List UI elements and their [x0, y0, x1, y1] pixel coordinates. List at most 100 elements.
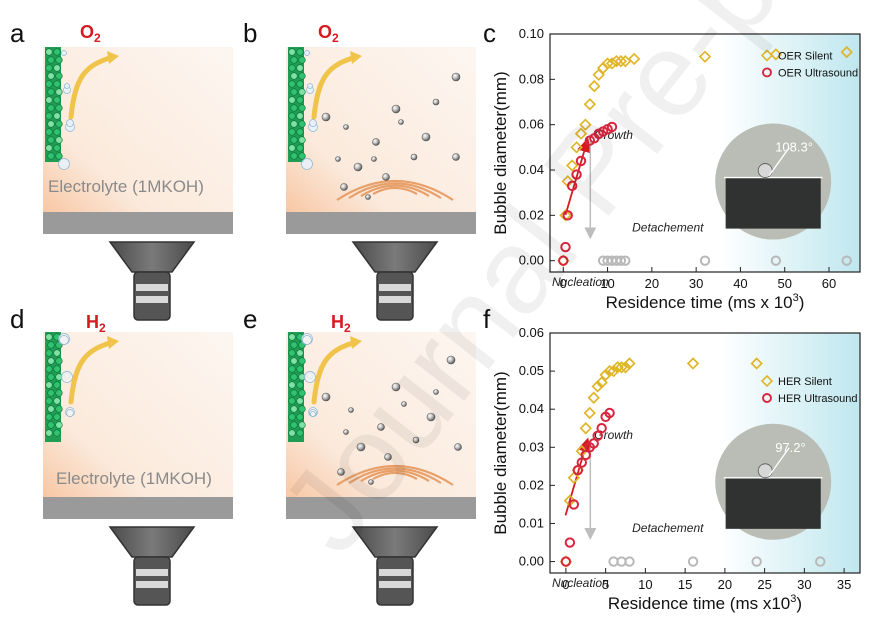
catalyst-particle	[55, 72, 63, 80]
detached-bubble	[446, 355, 456, 365]
catalyst-particle	[298, 72, 306, 80]
data-point-oer-ultrasound	[558, 255, 569, 266]
electrolyte-label-d: Electrolyte (1MKOH)	[56, 469, 212, 488]
detached-bubble	[377, 423, 385, 431]
catalyst-particle	[288, 349, 296, 357]
catalyst-particle	[288, 48, 296, 56]
legend-label: HER Silent	[778, 376, 832, 388]
x-tick-label: 30	[797, 577, 811, 592]
ultrasonic-horn-cone	[351, 526, 439, 558]
detached-bubble	[356, 442, 366, 452]
transducer-plate	[286, 212, 476, 234]
ultrasound-wave	[348, 467, 442, 484]
catalyst-particle	[290, 152, 298, 160]
y-tick-label: 0.08	[519, 71, 544, 86]
data-point-oer-ultrasound	[566, 180, 578, 192]
catalyst-particle	[53, 429, 61, 437]
catalyst-particle	[47, 152, 55, 160]
catalyst-particle	[55, 136, 63, 144]
catalyst-particle	[288, 381, 296, 389]
data-point-her-silent	[611, 361, 624, 374]
x-axis-label: Residence time (ms x 103)	[606, 292, 805, 312]
catalyst-particle	[296, 112, 304, 120]
surface-bubble	[58, 158, 70, 170]
catalyst-particle	[296, 48, 304, 56]
catalyst-particle	[47, 72, 55, 80]
ultrasound-wave	[372, 471, 418, 480]
y-tick-label: 0.04	[519, 401, 544, 416]
x-tick-label: 0	[562, 577, 569, 592]
data-point-her-silent	[619, 361, 632, 374]
catalyst-particle	[47, 357, 55, 365]
legend-marker	[760, 374, 774, 388]
legend-marker	[762, 67, 772, 78]
catalyst-particle	[45, 397, 53, 405]
transducer-plate	[43, 212, 233, 234]
catalyst-particle	[47, 341, 55, 349]
data-point-detached	[615, 255, 627, 266]
catalyst-particle	[290, 405, 298, 413]
catalyst-particle	[53, 48, 61, 56]
surface-bubble	[66, 409, 74, 417]
y-tick-label: 0.10	[519, 26, 544, 41]
catalyst-particle	[53, 64, 61, 72]
data-point-oer-silent	[840, 45, 853, 59]
detached-bubble	[421, 132, 431, 142]
horn-ring	[136, 569, 168, 576]
detached-bubble	[343, 429, 349, 435]
x-tick-label: 20	[645, 276, 659, 291]
detached-bubble	[391, 104, 401, 114]
catalyst-particle	[55, 357, 63, 365]
data-point-oer-silent	[570, 141, 583, 154]
data-point-detached	[624, 556, 635, 567]
electrolyte-label-a: Electrolyte (1MKOH)	[48, 177, 204, 196]
catalyst-particle	[290, 373, 298, 381]
surface-bubble	[301, 158, 313, 170]
catalyst-particle	[290, 120, 298, 128]
y-axis-label: Bubble diameter(mm)	[491, 71, 510, 234]
gas-release-arrow	[311, 339, 359, 405]
ultrasound-wave	[336, 179, 454, 201]
panel-label-f: f	[483, 304, 491, 334]
catalyst-particle	[296, 64, 304, 72]
catalyst-particle	[55, 88, 63, 96]
x-tick-label: 35	[837, 577, 851, 592]
catalyst-particle	[296, 397, 304, 405]
catalyst-particle	[290, 357, 298, 365]
detached-bubble	[321, 392, 331, 402]
detached-bubble	[348, 407, 354, 413]
panel-label-c: c	[483, 18, 496, 48]
surface-bubble	[64, 83, 70, 89]
catalyst-particle	[296, 349, 304, 357]
horn-ring	[136, 284, 168, 291]
data-point-her-silent	[750, 357, 763, 370]
catalyst-particle	[288, 128, 296, 136]
schematic-d-silent-her	[43, 332, 233, 606]
detached-bubble	[382, 173, 390, 181]
data-point-her-ultrasound	[568, 499, 580, 510]
ultrasonic-horn-cone	[351, 241, 439, 273]
y-tick-label: 0.01	[519, 515, 544, 530]
catalyst-particle	[298, 120, 306, 128]
catalyst-particle	[45, 381, 53, 389]
surface-bubble	[304, 371, 316, 383]
data-point-her-silent	[587, 391, 600, 404]
catalyst-particle	[45, 429, 53, 437]
y-tick-label: 0.00	[519, 253, 544, 268]
data-point-oer-ultrasound	[560, 241, 571, 253]
electrolyte-tank	[43, 332, 233, 497]
electrode-photo	[725, 177, 821, 229]
catalyst-particle	[288, 64, 296, 72]
detached-bubble	[410, 153, 418, 161]
y-axis-label: Bubble diameter(mm)	[491, 371, 510, 534]
gas-release-arrow	[68, 339, 116, 405]
data-point-detached	[815, 556, 826, 567]
catalyst-particle	[290, 56, 298, 64]
data-point-her-silent	[583, 406, 596, 420]
x-tick-label: 20	[718, 577, 732, 592]
surface-bubble	[307, 83, 313, 89]
surface-bubble	[66, 119, 74, 127]
catalyst-particle	[53, 112, 61, 120]
x-axis-label: Residence time (ms x103)	[608, 593, 802, 613]
